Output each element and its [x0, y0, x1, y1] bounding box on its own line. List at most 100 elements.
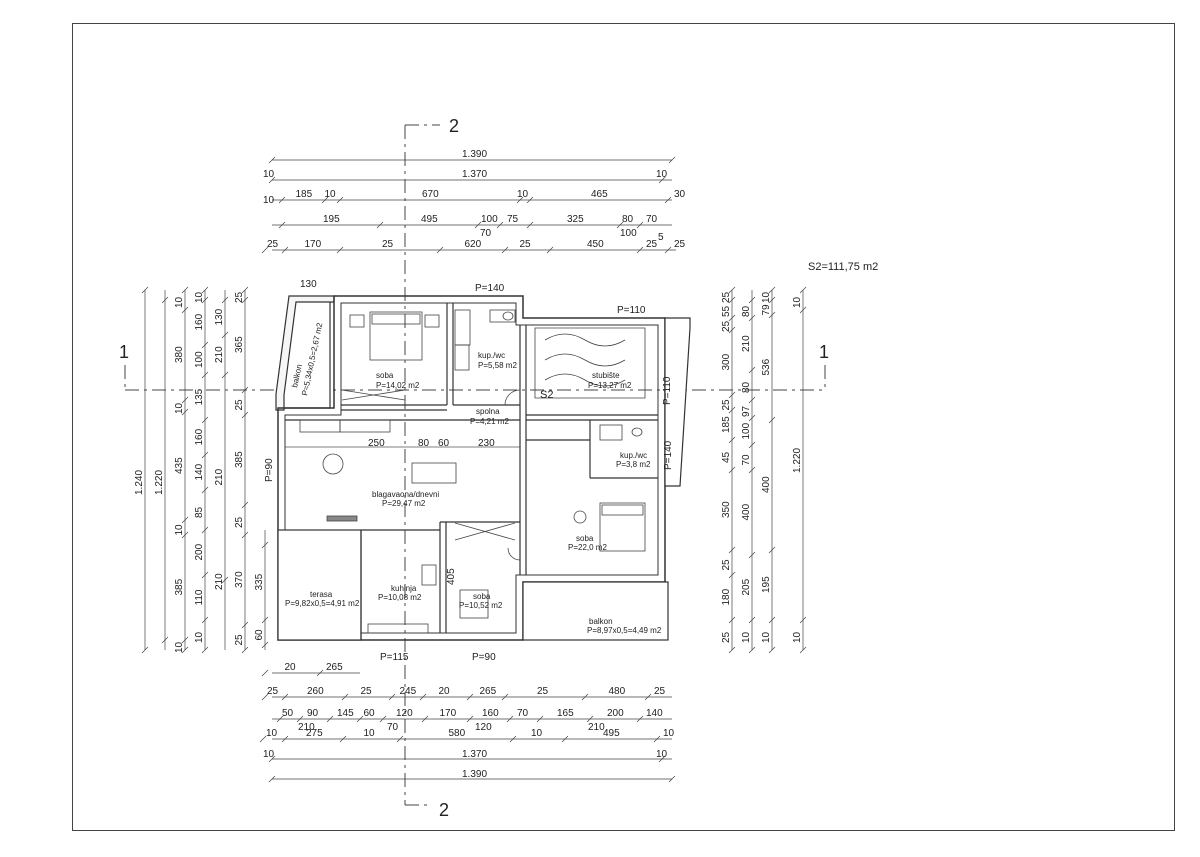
dim-label: 165: [557, 708, 574, 719]
dimension-line: [201, 416, 209, 424]
dimension-line: [268, 755, 276, 763]
dimension-line: [181, 516, 189, 524]
dimension-line: [161, 636, 169, 644]
dimension-line: [281, 735, 289, 743]
dimension-line: [181, 408, 189, 416]
dim-label: 100: [620, 228, 637, 239]
dim-label: 210: [298, 722, 315, 733]
dimension-line: [221, 296, 229, 304]
dim-label: 100: [194, 351, 205, 368]
dim-label: 10: [194, 631, 205, 643]
dimension-line: [516, 196, 524, 204]
dim-label: 250: [368, 438, 385, 449]
dimension-line: [436, 246, 444, 254]
dimension-line: [768, 646, 776, 654]
dim-label: 60: [254, 629, 265, 641]
dim-label: 60: [438, 438, 450, 449]
room-area: P=4,21 m2: [470, 417, 509, 426]
dimension-line: [241, 286, 249, 294]
dim-label: 30: [674, 189, 686, 200]
dim-label: 25: [234, 291, 245, 303]
dim-label: 400: [761, 476, 772, 493]
dimension-line: [241, 501, 249, 509]
room-name: soba: [376, 371, 394, 380]
dim-label: 370: [234, 571, 245, 588]
dimension-line: [466, 693, 474, 701]
room-area: P=9,82x0,5=4,91 m2: [285, 599, 360, 608]
dim-label: 120: [475, 722, 492, 733]
dimension-line: [261, 246, 269, 254]
dimension-line: [268, 775, 276, 783]
room-name: kup./wc: [478, 351, 505, 360]
dimension-line: [799, 616, 807, 624]
dim-label: 210: [588, 722, 605, 733]
room-area: P=14,02 m2: [376, 381, 420, 390]
dim-label: 10: [656, 749, 668, 760]
dimension-line: [388, 693, 396, 701]
dimension-line: [768, 296, 776, 304]
dimension-line: [668, 775, 676, 783]
dim-label: 10: [517, 189, 529, 200]
dim-label: 185: [721, 416, 732, 433]
dim-label: 1.220: [792, 448, 803, 473]
dimension-line: [201, 296, 209, 304]
dim-label: 70: [480, 228, 492, 239]
dim-label: 90: [307, 708, 319, 719]
exterior-walls: [275, 295, 691, 641]
opening-label: P=90: [264, 458, 275, 482]
dim-label: 135: [194, 388, 205, 405]
dimension-line: [221, 576, 229, 584]
dimension-line: [201, 286, 209, 294]
dim-label: 25: [520, 239, 532, 250]
dim-label: 10: [792, 296, 803, 308]
dimension-line: [496, 221, 504, 229]
dim-label: 5: [658, 232, 664, 243]
room-name: balkon: [589, 617, 613, 626]
dim-label: 325: [567, 214, 584, 225]
dimension-line: [586, 715, 594, 723]
dim-label: 10: [531, 728, 543, 739]
room-area: P=10,08 m2: [378, 593, 422, 602]
dim-label: 70: [646, 214, 658, 225]
dimension-line: [636, 221, 644, 229]
dim-label: 80: [741, 381, 752, 393]
dimension-line: [316, 669, 324, 677]
dim-label: 1.370: [462, 749, 487, 760]
dim-label: 25: [267, 686, 279, 697]
dim-label: 160: [482, 708, 499, 719]
dimension-line: [201, 571, 209, 579]
total-area: S2=111,75 m2: [808, 261, 878, 273]
dimension-line: [728, 571, 736, 579]
dimension-line: [728, 436, 736, 444]
dimension-line: [658, 755, 666, 763]
dim-label: 180: [721, 588, 732, 605]
dim-label: 80: [418, 438, 430, 449]
dimension-line: [728, 646, 736, 654]
dimension-line: [181, 286, 189, 294]
dim-label: 55: [721, 305, 732, 317]
dim-label: 10: [266, 728, 278, 739]
dimension-line: [326, 715, 334, 723]
dim-label: 536: [761, 358, 772, 375]
dimension-line: [526, 221, 534, 229]
dimension-line: [768, 416, 776, 424]
dim-label: 450: [587, 239, 604, 250]
dimension-line: [768, 546, 776, 554]
dimension-line: [268, 176, 276, 184]
dim-label: 75: [507, 214, 519, 225]
dimension-line: [201, 371, 209, 379]
dimension-line: [748, 646, 756, 654]
dimension-line: [728, 546, 736, 554]
dimension-line: [221, 331, 229, 339]
dimension-line: [201, 486, 209, 494]
dim-label: 10: [663, 728, 675, 739]
dim-label: 465: [591, 189, 608, 200]
dimension-line: [336, 246, 344, 254]
opening-label: P=140: [663, 440, 674, 470]
dim-label: 385: [234, 451, 245, 468]
dim-label: 100: [741, 422, 752, 439]
dim-label: 10: [174, 402, 185, 414]
dimension-line: [181, 646, 189, 654]
dim-label: 10: [263, 195, 275, 206]
dimension-line: [161, 296, 169, 304]
